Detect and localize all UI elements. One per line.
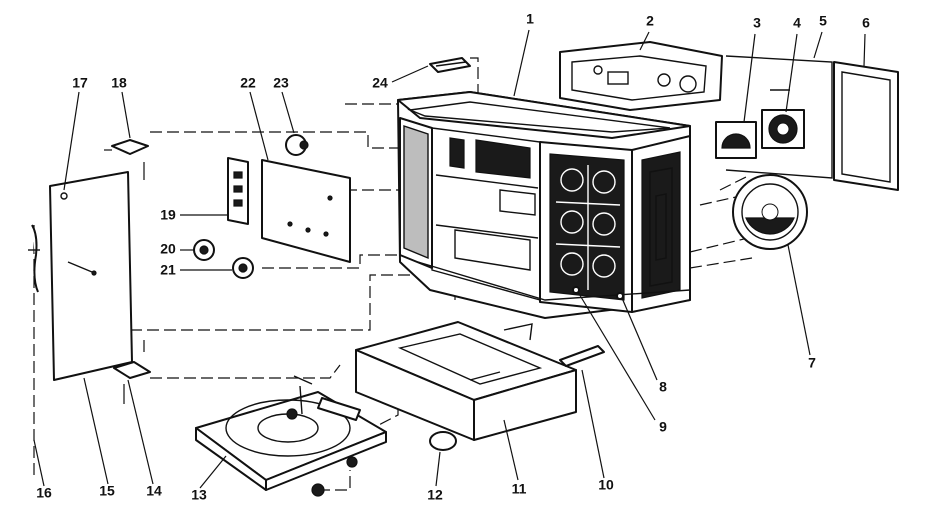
end-plate-part-6 bbox=[833, 61, 899, 191]
drawer-part-11 bbox=[355, 321, 577, 441]
turntable-part-13 bbox=[195, 375, 387, 497]
callout-22: 22 bbox=[240, 75, 256, 91]
callout-20: 20 bbox=[160, 241, 176, 257]
knob-part-12 bbox=[429, 431, 457, 451]
slide-rail-part-10 bbox=[503, 323, 605, 367]
speaker-part-7 bbox=[732, 174, 808, 250]
callout-23: 23 bbox=[273, 75, 289, 91]
hinge-part-14 bbox=[113, 340, 151, 404]
callout-15: 15 bbox=[99, 483, 115, 499]
chassis-bracket-part-2 bbox=[559, 41, 723, 111]
callout-2: 2 bbox=[646, 13, 654, 29]
callout-leader-lines bbox=[33, 29, 866, 489]
callout-10: 10 bbox=[598, 477, 614, 493]
back-panel-part-5 bbox=[725, 55, 833, 179]
door-part-15 bbox=[49, 171, 133, 381]
callout-9: 9 bbox=[659, 419, 667, 435]
cabinet-part-1 bbox=[397, 91, 691, 319]
callout-18: 18 bbox=[111, 75, 127, 91]
callout-8: 8 bbox=[659, 379, 667, 395]
knob-part-23 bbox=[285, 134, 309, 156]
callout-1: 1 bbox=[526, 11, 534, 27]
callout-5: 5 bbox=[819, 13, 827, 29]
switch-plate-part-19 bbox=[227, 157, 249, 225]
grille-cloth-part-8 bbox=[616, 292, 624, 300]
handle-part-16 bbox=[28, 224, 40, 293]
callout-19: 19 bbox=[160, 207, 176, 223]
callout-12: 12 bbox=[427, 487, 443, 503]
callout-7: 7 bbox=[808, 355, 816, 371]
meter-part-4 bbox=[761, 109, 805, 149]
callout-6: 6 bbox=[862, 15, 870, 31]
grille-fasteners-part-9 bbox=[572, 286, 580, 294]
callout-24: 24 bbox=[372, 75, 388, 91]
callout-14: 14 bbox=[146, 483, 162, 499]
bracket-part-24 bbox=[429, 57, 471, 73]
callout-11: 11 bbox=[512, 481, 527, 497]
knob-part-21 bbox=[232, 257, 254, 279]
callout-13: 13 bbox=[191, 487, 207, 503]
knob-part-20 bbox=[193, 239, 215, 261]
callout-17: 17 bbox=[72, 75, 88, 91]
hinge-part-18 bbox=[104, 139, 149, 180]
callout-labels: 1 2 3 4 5 6 7 8 9 10 11 12 13 14 15 16 1… bbox=[36, 11, 870, 503]
callout-21: 21 bbox=[160, 262, 176, 278]
control-panel-part-22 bbox=[261, 159, 351, 263]
callout-16: 16 bbox=[36, 485, 52, 501]
meter-part-3 bbox=[715, 121, 757, 159]
callout-3: 3 bbox=[753, 15, 761, 31]
callout-4: 4 bbox=[793, 15, 801, 31]
